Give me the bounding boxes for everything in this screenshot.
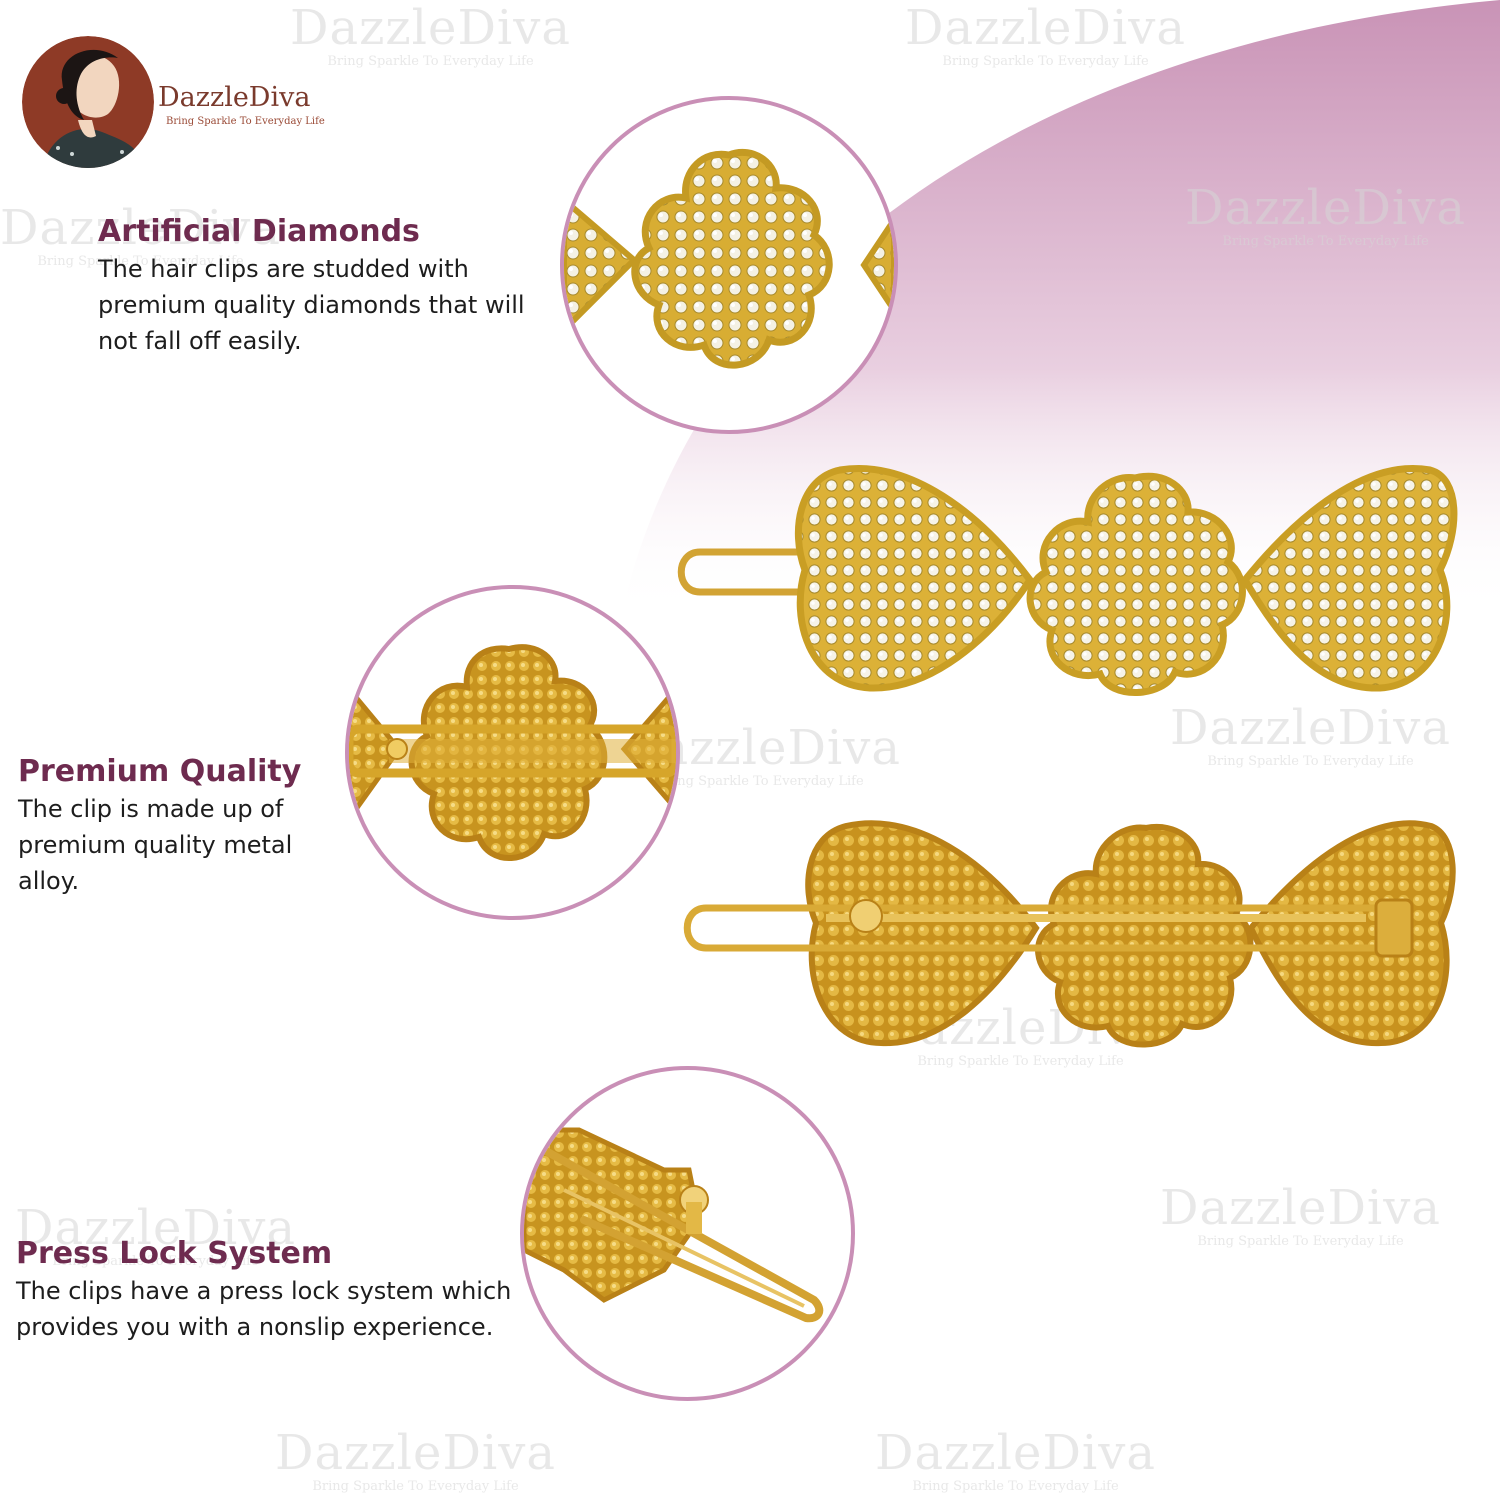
hair-clip-front — [677, 465, 1458, 696]
feature-description: The clips have a press lock system which… — [16, 1277, 512, 1341]
clip-back-closeup-icon — [349, 644, 676, 862]
woman-portrait-logo-icon — [22, 36, 154, 168]
brand-name: DazzleDiva — [158, 82, 311, 113]
hair-clip-back — [683, 820, 1456, 1048]
press-lock-closeup-icon — [524, 1127, 824, 1323]
zoom-circle-press-lock — [520, 1066, 855, 1401]
feature-title: Artificial Diamonds — [98, 214, 420, 249]
feature-description: The hair clips are studded with premium … — [98, 255, 525, 355]
feature-title: Press Lock System — [16, 1236, 333, 1271]
feature-artificial-diamonds: Artificial Diamonds The hair clips are s… — [98, 214, 558, 359]
brand-tagline: Bring Sparkle To Everyday Life — [166, 116, 325, 127]
feature-title: Premium Quality — [18, 754, 302, 789]
feature-description: The clip is made up of premium quality m… — [18, 795, 293, 895]
zoom-circle-metal-back — [345, 585, 680, 920]
feature-press-lock-system: Press Lock System The clips have a press… — [16, 1236, 516, 1345]
flower-rhinestone-closeup-icon — [564, 148, 894, 369]
brand-logo: DazzleDiva Bring Sparkle To Everyday Lif… — [22, 36, 342, 176]
feature-premium-quality: Premium Quality The clip is made up of p… — [18, 754, 358, 899]
zoom-circle-rhinestones — [560, 96, 898, 434]
